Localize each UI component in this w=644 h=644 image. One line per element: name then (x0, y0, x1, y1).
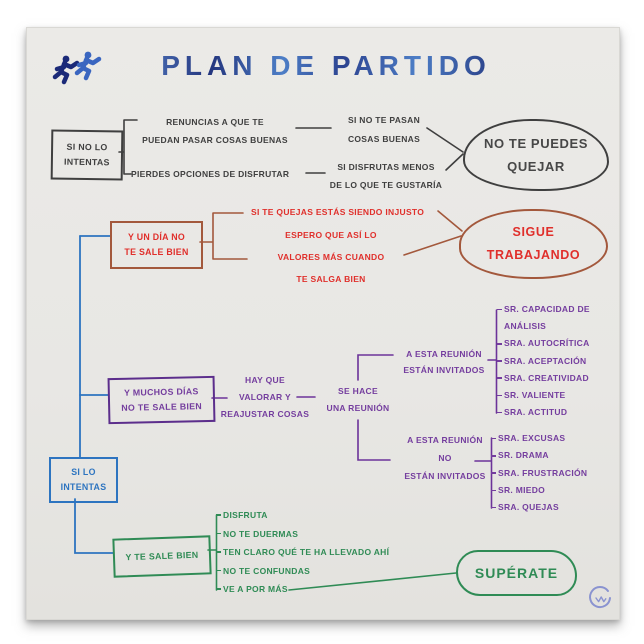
list-item: NO TE DUERMAS (215, 525, 389, 544)
list-item: SRA. EXCUSAS (490, 430, 587, 447)
label-no-invitados-header: A ESTA REUNIÓN NO ESTÁN INVITADOS (404, 435, 486, 481)
label-espero-que: ESPERO QUE ASÍ LO VALORES MÁS CUANDO TE … (277, 230, 385, 284)
node-un-dia-no-sale-bien: Y UN DÍA NO TE SALE BIEN (110, 221, 203, 269)
node-label: Y TE SALE BIEN (125, 549, 199, 563)
black-connectors (118, 119, 464, 175)
list-item: SRA. QUEJAS (490, 499, 587, 516)
node-label: Y UN DÍA NO TE SALE BIEN (124, 232, 189, 257)
list-item: SRA. ACTITUD (497, 404, 590, 421)
poster-paper: PLAN DE PARTIDO SI NO LO INTENTAS RENUNC… (26, 27, 620, 620)
connector-lines (74, 119, 498, 591)
label-no-te-pasan: SI NO TE PASAN COSAS BUENAS (347, 115, 421, 144)
list-item: DISFRUTA (215, 506, 389, 525)
node-label: Y MUCHOS DÍAS NO TE SALE BIEN (121, 386, 203, 413)
list-item: SR. VALIENTE (497, 387, 590, 404)
conclusion-no-te-puedes-quejar: NO TE PUEDES QUEJAR (463, 119, 609, 191)
label-hay-que-valorar: HAY QUE VALORAR Y REAJUSTAR COSAS (220, 375, 310, 419)
oval-label: NO TE PUEDES QUEJAR (484, 136, 588, 174)
label-invitados-header: A ESTA REUNIÓN ESTÁN INVITADOS (403, 349, 485, 375)
list-item: TEN CLARO QUÉ TE HA LLEVADO AHÍ (215, 543, 389, 562)
list-item: SRA. FRUSTRACIÓN (490, 465, 587, 482)
list-item: SR. DRAMA (490, 447, 587, 464)
label-si-te-quejas: SI TE QUEJAS ESTÁS SIENDO INJUSTO (251, 207, 425, 217)
list-item: VE A POR MÁS (215, 580, 389, 599)
oval-label: SIGUE TRABAJANDO (486, 225, 581, 262)
runners-icon (49, 44, 109, 95)
node-te-sale-bien: Y TE SALE BIEN (112, 535, 212, 578)
page-title: PLAN DE PARTIDO (146, 50, 506, 82)
conclusion-superate: SUPÉRATE (456, 550, 577, 596)
node-muchos-dias-no-sale-bien: Y MUCHOS DÍAS NO TE SALE BIEN (107, 375, 216, 425)
list-item: SR. CAPACIDAD DE ANÁLISIS (497, 301, 590, 335)
node-label: SI NO LO INTENTAS (63, 141, 110, 168)
blue-connectors (74, 235, 114, 554)
label-renuncias: RENUNCIAS A QUE TE PUEDAN PASAR COSAS BU… (142, 117, 288, 145)
list-item: NO TE CONFUNDAS (215, 562, 389, 581)
list-item: SR. MIEDO (490, 482, 587, 499)
list-item: SRA. ACEPTACIÓN (497, 353, 590, 370)
node-si-no-lo-intentas: SI NO LO INTENTAS (50, 129, 124, 181)
label-pierdes-opciones: PIERDES OPCIONES DE DISFRUTAR (131, 169, 290, 179)
node-label: SI LO INTENTAS (60, 467, 107, 492)
oval-label: SUPÉRATE (474, 565, 559, 581)
node-si-lo-intentas: SI LO INTENTAS (49, 457, 118, 503)
circle-monogram-icon (587, 584, 615, 617)
conclusion-sigue-trabajando: SIGUE TRABAJANDO (459, 209, 608, 279)
label-disfrutas-menos: SI DISFRUTAS MENOS DE LO QUE TE GUSTARÍA (329, 162, 443, 190)
brown-connectors (199, 210, 463, 260)
list-item: SRA. CREATIVIDAD (497, 370, 590, 387)
label-se-hace-una-reunion: SE HACE UNA REUNIÓN (326, 386, 390, 413)
list-item: SRA. AUTOCRÍTICA (497, 335, 590, 352)
